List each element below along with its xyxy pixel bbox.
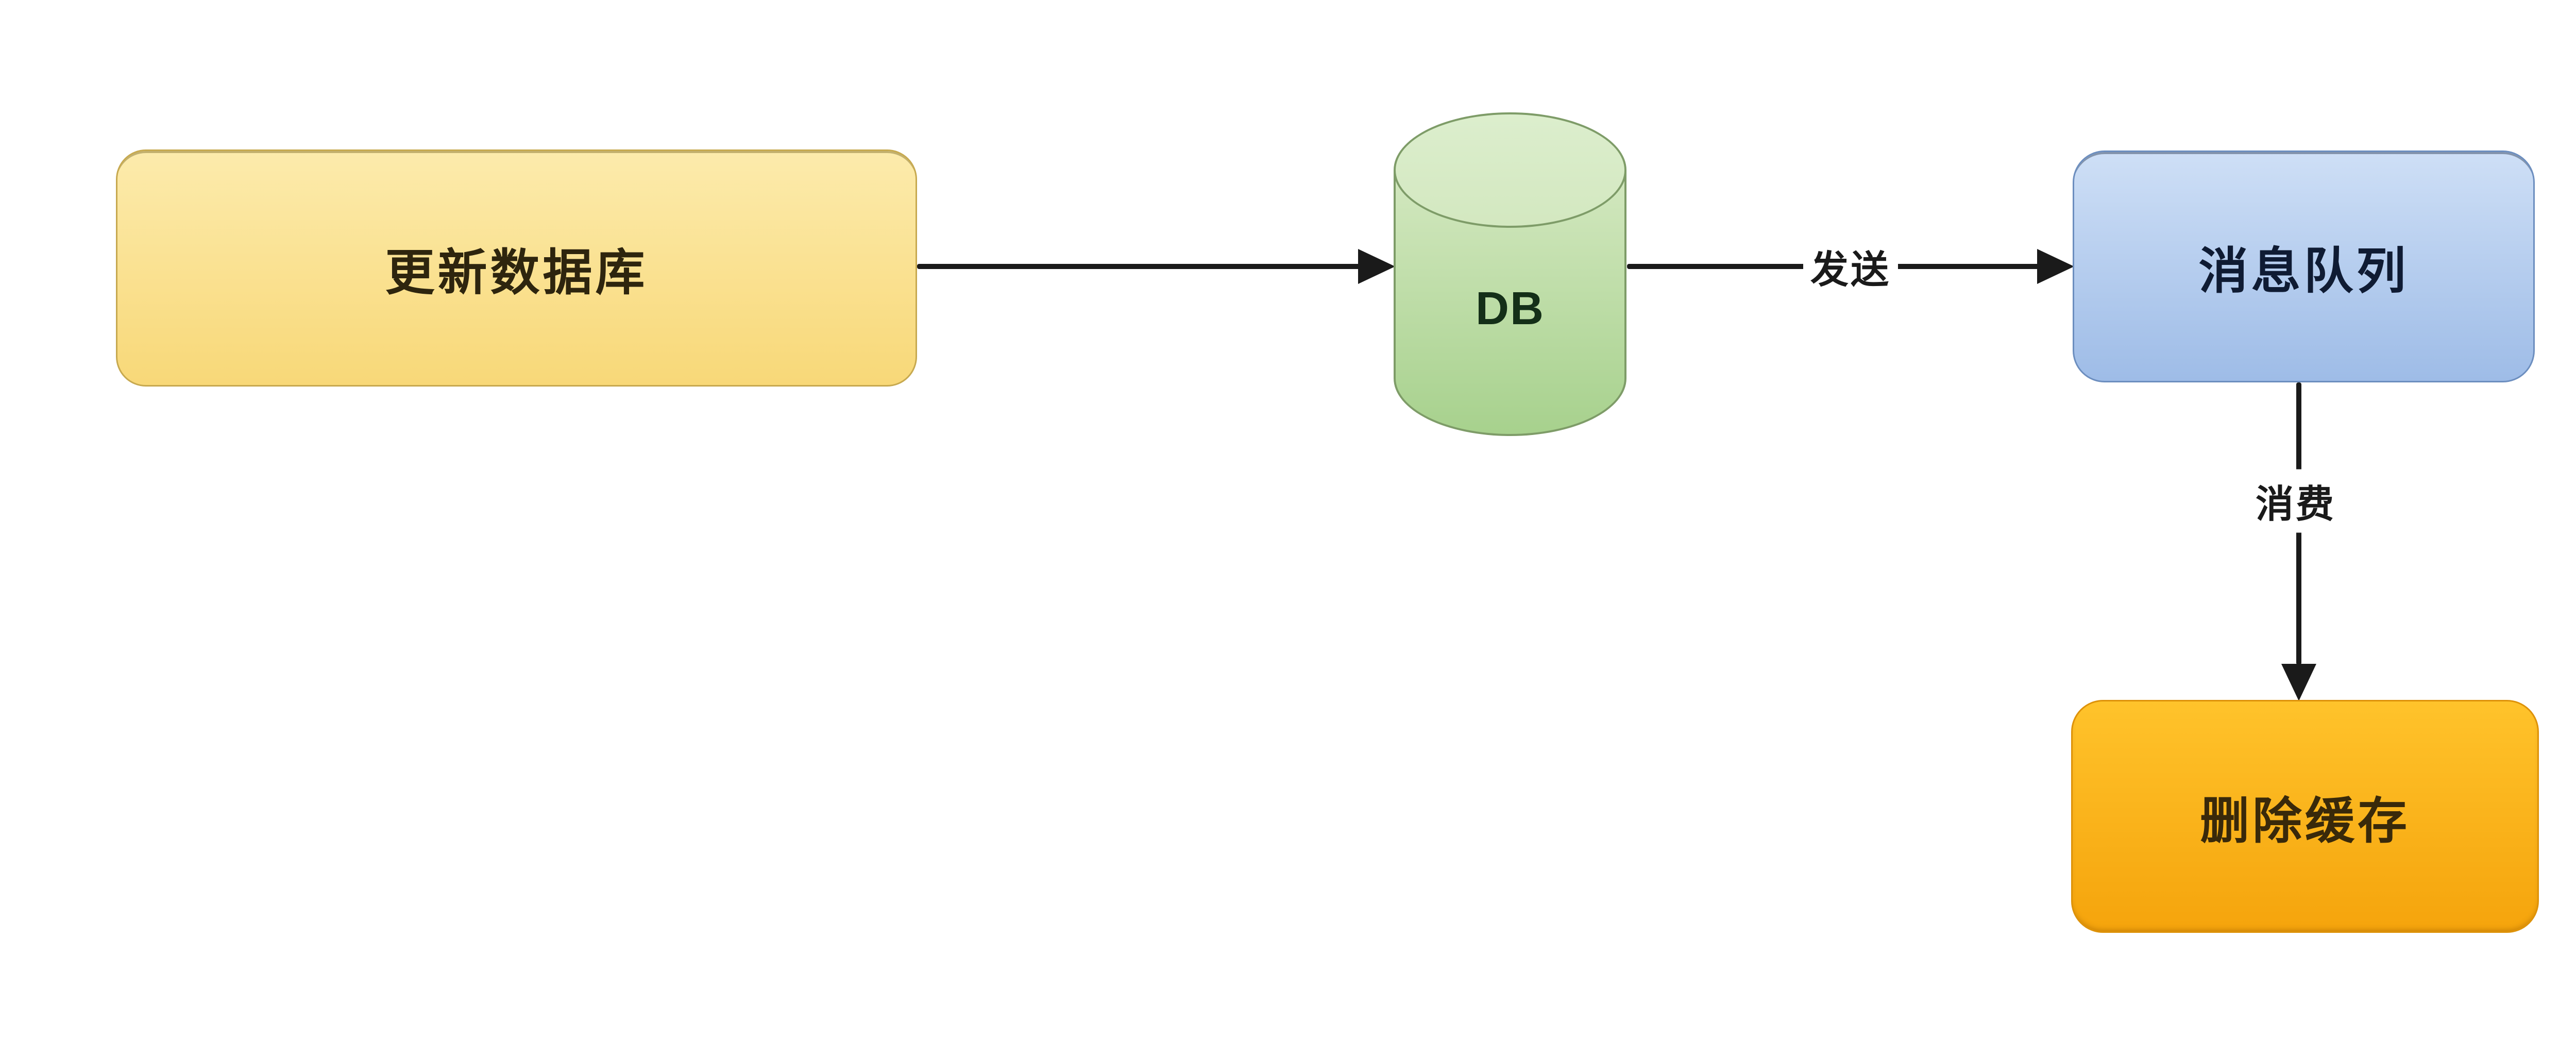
arrowhead-right-icon xyxy=(1358,249,1395,284)
node-database-label: DB xyxy=(1476,283,1545,334)
node-delete-cache: 删除缓存 xyxy=(2071,700,2539,933)
node-message-queue-label: 消息队列 xyxy=(2198,243,2409,299)
cylinder-top-ellipse xyxy=(1394,112,1626,228)
node-update-database-label: 更新数据库 xyxy=(385,245,648,300)
node-update-database: 更新数据库 xyxy=(116,149,917,387)
node-database-cylinder: DB xyxy=(1394,112,1626,436)
edge-update-to-db-line xyxy=(917,264,1360,269)
arrowhead-right-icon xyxy=(2037,249,2074,284)
edge-label-send: 发送 xyxy=(1803,235,1898,298)
arrowhead-down-icon xyxy=(2281,664,2316,701)
edge-label-consume: 消费 xyxy=(2248,469,2343,533)
node-delete-cache-label: 删除缓存 xyxy=(2200,793,2410,849)
node-message-queue: 消息队列 xyxy=(2073,150,2535,382)
